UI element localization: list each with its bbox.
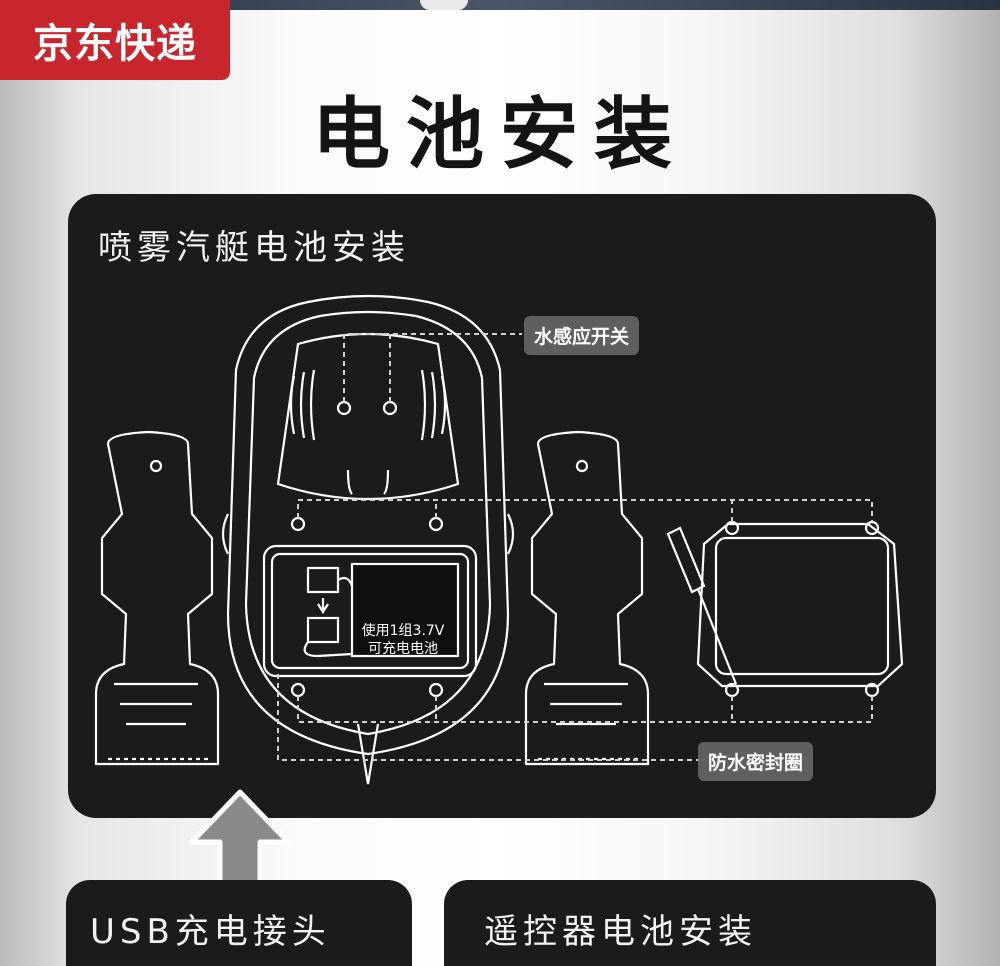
right-pontoon: [524, 430, 650, 766]
sensor-callout-lines: [343, 333, 522, 402]
top-strip: [0, 0, 1000, 10]
battery-note-line1: 使用1组3.7V: [361, 623, 445, 639]
top-knob: [420, 0, 468, 10]
panel-title: 喷雾汽艇电池安装: [98, 228, 410, 268]
battery-note: 使用1组3.7V 可充电电池: [348, 622, 458, 658]
jd-express-badge: 京东快递: [0, 0, 230, 80]
battery-note-line2: 可充电电池: [368, 641, 438, 657]
remote-battery-card: 遥控器电池安装: [444, 880, 936, 966]
boat-diagram: [94, 294, 904, 785]
page-title: 电池安装: [311, 90, 688, 180]
battery-cover: [696, 520, 904, 698]
battery-compartment: [262, 544, 478, 678]
usb-charging-card: USB充电接头: [66, 880, 412, 966]
left-pontoon: [94, 430, 220, 766]
seal-callout-lines: [277, 499, 873, 761]
water-sensor-switch-label: 水感应开关: [524, 316, 640, 355]
boat-hull: [221, 294, 515, 785]
waterproof-seal-label: 防水密封圈: [698, 742, 814, 781]
screwdriver-icon: [666, 526, 738, 685]
boat-battery-panel: [68, 194, 936, 818]
